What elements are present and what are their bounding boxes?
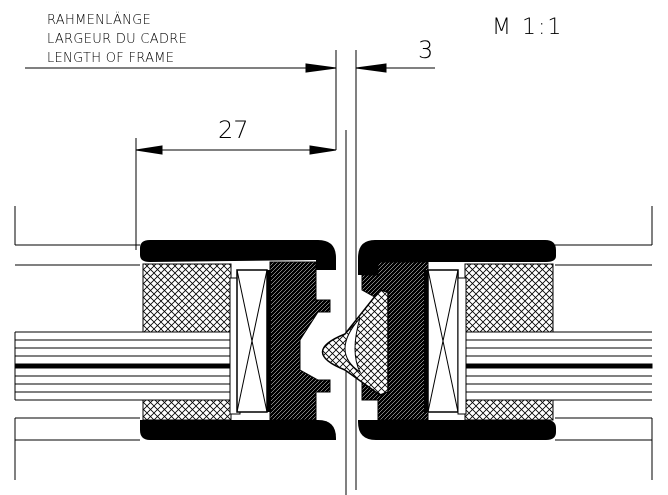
left-insulation-block <box>142 263 232 333</box>
center-seal-gasket <box>322 289 389 396</box>
label-frame-length-fr: LARGEUR DU CADRE <box>47 32 187 47</box>
depth-dimension <box>135 130 347 495</box>
left-wall <box>14 206 140 480</box>
left-frame-profile <box>140 240 336 440</box>
label-frame-length-de: RAHMENLÄNGE <box>47 12 151 28</box>
scale-label: M 1:1 <box>492 15 563 40</box>
gap-dimension-label: 3 <box>418 36 433 64</box>
left-glass-panel <box>14 331 236 401</box>
right-wall <box>555 206 653 480</box>
label-frame-length-en: LENGTH OF FRAME <box>47 51 174 66</box>
gap-dimension <box>305 50 435 490</box>
depth-dimension-label: 27 <box>218 116 249 144</box>
right-insulation-block <box>464 263 554 333</box>
right-glass-panel <box>461 331 653 401</box>
